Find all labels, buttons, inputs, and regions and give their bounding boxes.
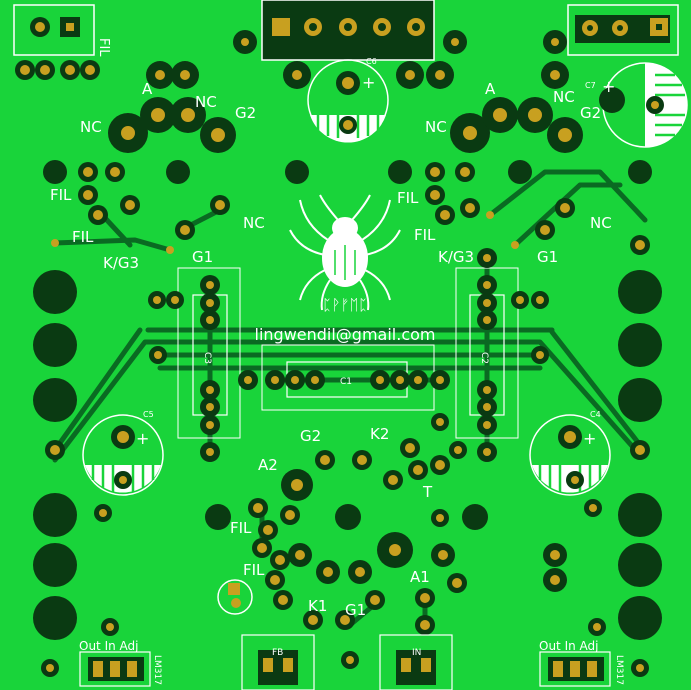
capacitor-c3: C3 (148, 267, 241, 462)
out-in-adj-right-label: Out In Adj (539, 639, 598, 653)
connector-top-center (261, 0, 435, 61)
label-fil-r1: FIL (397, 189, 419, 207)
connector-top-right (567, 4, 679, 56)
spider-logo (289, 194, 401, 311)
tube-pin-hole (388, 160, 412, 184)
regulator-left: Out In Adj LM317 (79, 639, 162, 687)
mount-hole (33, 543, 77, 587)
mount-hole (33, 270, 77, 314)
trace-right-diag (549, 329, 643, 448)
c5-plus: + (136, 429, 149, 448)
capacitor-c2: C2 (455, 248, 549, 462)
c3-label: C3 (202, 352, 212, 364)
fil-top-label: FIL (96, 38, 111, 57)
trace-ul-1 (52, 237, 173, 253)
connector-in: IN (379, 634, 453, 690)
tube-pin-hole (205, 504, 231, 530)
label-k1: K1 (308, 597, 327, 615)
label-a1: A1 (410, 568, 430, 586)
capacitor-c4: + C4 (529, 410, 611, 496)
email-text: lingwendil@gmail.com (255, 325, 436, 344)
label-k2: K2 (370, 425, 389, 443)
capacitor-c1: C1 (238, 344, 450, 431)
label-nc-right-top: NC (553, 88, 575, 106)
out-in-adj-left-label: Out In Adj (79, 639, 138, 653)
mount-hole (33, 378, 77, 422)
label-a-right: A (485, 80, 496, 98)
tube-pin-hole (285, 160, 309, 184)
label-kg3-right: K/G3 (438, 248, 474, 266)
trace-bus-upper (52, 339, 643, 463)
mount-hole (618, 493, 662, 537)
label-g1-right: G1 (537, 248, 558, 266)
c5-label: C5 (143, 410, 154, 419)
label-g1-left: G1 (192, 248, 213, 266)
trimmer (217, 579, 253, 615)
c6-label: C6 (366, 57, 377, 66)
c6-plus: + (362, 73, 375, 92)
label-fil-l1: FIL (50, 186, 72, 204)
trace-ur-1 (487, 169, 648, 223)
trace-left-diag (52, 327, 143, 453)
lm317-right-label: LM317 (614, 655, 624, 685)
tube-pin-hole (462, 504, 488, 530)
c4-label: C4 (590, 410, 601, 419)
capacitor-c7: + C7 (585, 62, 688, 148)
tube-pin-hole (628, 160, 652, 184)
label-fil-l2: FIL (72, 228, 94, 246)
label-nc-mid-left: NC (243, 214, 265, 232)
mount-hole (618, 270, 662, 314)
tube-pin-hole (508, 160, 532, 184)
c7-label: C7 (585, 81, 596, 90)
capacitor-c6: + C6 (307, 57, 389, 143)
lm317-left-label: LM317 (152, 655, 162, 685)
tube-pin-hole (43, 160, 67, 184)
label-kg3-left: K/G3 (103, 254, 139, 272)
mount-hole (618, 596, 662, 640)
label-t: T (422, 483, 433, 501)
tube-pin-hole (335, 504, 361, 530)
label-nc-mid-right: NC (590, 214, 612, 232)
in-label: IN (412, 648, 421, 658)
connector-fb: FB (241, 634, 315, 690)
mount-hole (33, 493, 77, 537)
label-fil-c1: FIL (230, 519, 252, 537)
mount-hole (618, 323, 662, 367)
c1-label: C1 (340, 377, 352, 387)
label-g2-left: G2 (235, 104, 256, 122)
fb-label: FB (272, 648, 283, 658)
mount-hole (33, 596, 77, 640)
regulator-right: Out In Adj LM317 (539, 639, 624, 687)
connector-fil-top: FIL (13, 4, 111, 57)
c7-plus: + (602, 77, 615, 96)
pads (15, 38, 650, 677)
capacitor-c5: + C5 (82, 410, 164, 496)
label-nc-left: NC (80, 118, 102, 136)
label-g2-center: G2 (300, 427, 321, 445)
label-g1-center: G1 (345, 601, 366, 619)
label-a-left: A (142, 80, 153, 98)
mount-hole (618, 378, 662, 422)
c4-plus: + (583, 429, 596, 448)
c2-label: C2 (479, 352, 489, 364)
label-nc-left-top: NC (195, 93, 217, 111)
label-fil-c2: FIL (243, 561, 265, 579)
label-g2-right: G2 (580, 104, 601, 122)
label-fil-r2: FIL (414, 226, 436, 244)
mount-hole (618, 543, 662, 587)
label-nc-right: NC (425, 118, 447, 136)
label-a2: A2 (258, 456, 278, 474)
tube-pin-hole (166, 160, 190, 184)
mount-hole (33, 323, 77, 367)
logo-script-text: ᛈᚹᚠᛖᛈ (322, 296, 367, 314)
trace-ul-2 (102, 215, 133, 248)
silk-labels: A NC NC G2 A NC NC G2 FIL FIL K/G3 G1 NC… (50, 80, 612, 619)
